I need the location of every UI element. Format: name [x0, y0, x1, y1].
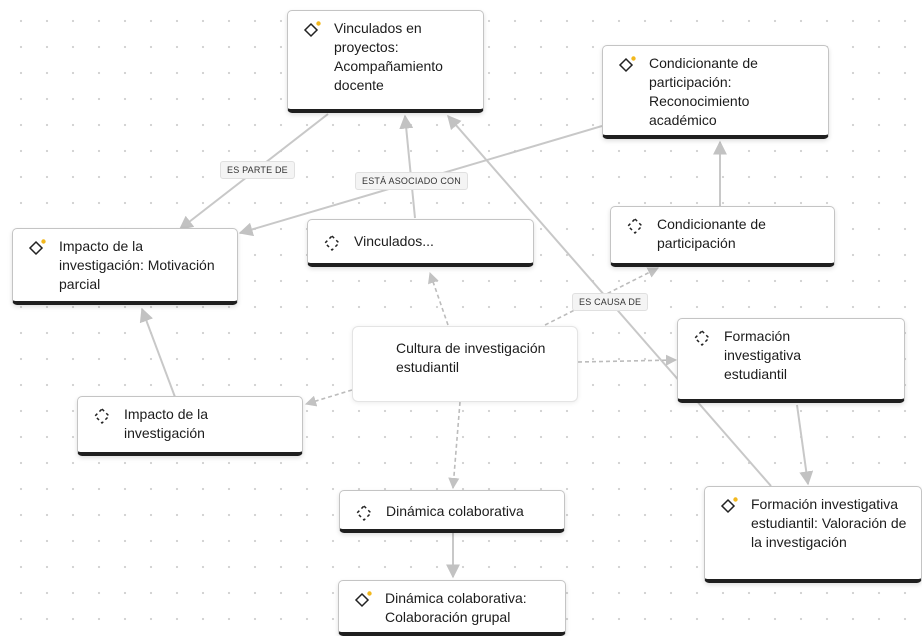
- node-formacion-valoracion[interactable]: Formación investigativa estudiantil: Val…: [704, 486, 922, 583]
- dashed-edge-center-to-impacto: [304, 389, 353, 407]
- dashed-diamond-icon: [323, 234, 341, 252]
- diamond-sparkle-icon: [28, 239, 46, 256]
- diamond-sparkle-icon: [618, 56, 636, 73]
- edge-impacto-to-impacto-motivacion: [139, 307, 176, 398]
- node-impacto[interactable]: Impacto de la investigación: [77, 396, 303, 456]
- node-label: Vinculados...: [354, 233, 434, 249]
- node-condicionante[interactable]: Condicionante de participación: [610, 206, 835, 267]
- node-label: Impacto de la investigación: [124, 406, 209, 441]
- node-dinamica[interactable]: Dinámica colaborativa: [339, 490, 565, 533]
- node-dinamica-colaboracion[interactable]: Dinámica colaborativa: Colaboración grup…: [338, 580, 566, 636]
- node-label: Dinámica colaborativa: [386, 503, 524, 519]
- edge-formacion-to-formacion-valoracion: [796, 404, 814, 486]
- dashed-diamond-icon: [93, 407, 111, 425]
- node-label: Condicionante de participación: [657, 216, 766, 251]
- dashed-edge-center-to-formacion: [577, 354, 678, 366]
- node-impacto-motivacion[interactable]: Impacto de la investigación: Motivación …: [12, 228, 238, 305]
- node-vinculados-proyectos[interactable]: Vinculados en proyectos: Acompañamiento …: [287, 10, 484, 113]
- diamond-sparkle-icon: [354, 591, 372, 608]
- edge-label-es-causa-de: ES CAUSA DE: [572, 293, 649, 311]
- node-formacion[interactable]: Formación investigativa estudiantil: [677, 318, 905, 403]
- node-vinculados[interactable]: Vinculados...: [307, 219, 534, 267]
- edge-vinculados-to-vinculados-proyectos: [399, 114, 416, 219]
- diamond-sparkle-icon: [720, 497, 738, 514]
- central-node-label: Cultura de investigación estudiantil: [396, 340, 546, 375]
- dashed-diamond-icon: [693, 329, 711, 347]
- node-label: Dinámica colaborativa: Colaboración grup…: [385, 590, 527, 625]
- dashed-edge-center-to-dinamica: [448, 401, 461, 490]
- node-label: Formación investigativa estudiantil: Val…: [751, 496, 907, 550]
- node-label: Formación investigativa estudiantil: [724, 328, 802, 382]
- node-label: Vinculados en proyectos: Acompañamiento …: [334, 20, 443, 93]
- diamond-sparkle-icon: [303, 21, 321, 38]
- node-condicionante-reconocimiento[interactable]: Condicionante de participación: Reconoci…: [602, 45, 829, 139]
- node-label: Impacto de la investigación: Motivación …: [59, 238, 215, 292]
- node-label: Condicionante de participación: Reconoci…: [649, 55, 758, 128]
- dashed-diamond-icon: [626, 217, 644, 235]
- edge-label-es-parte-de: ES PARTE DE: [220, 161, 295, 179]
- central-node[interactable]: Cultura de investigación estudiantil: [352, 326, 578, 402]
- edge-label-esta-asociado-con: ESTÁ ASOCIADO CON: [355, 172, 468, 190]
- dashed-edge-center-to-vinculados: [428, 271, 449, 326]
- dashed-diamond-icon: [355, 504, 373, 522]
